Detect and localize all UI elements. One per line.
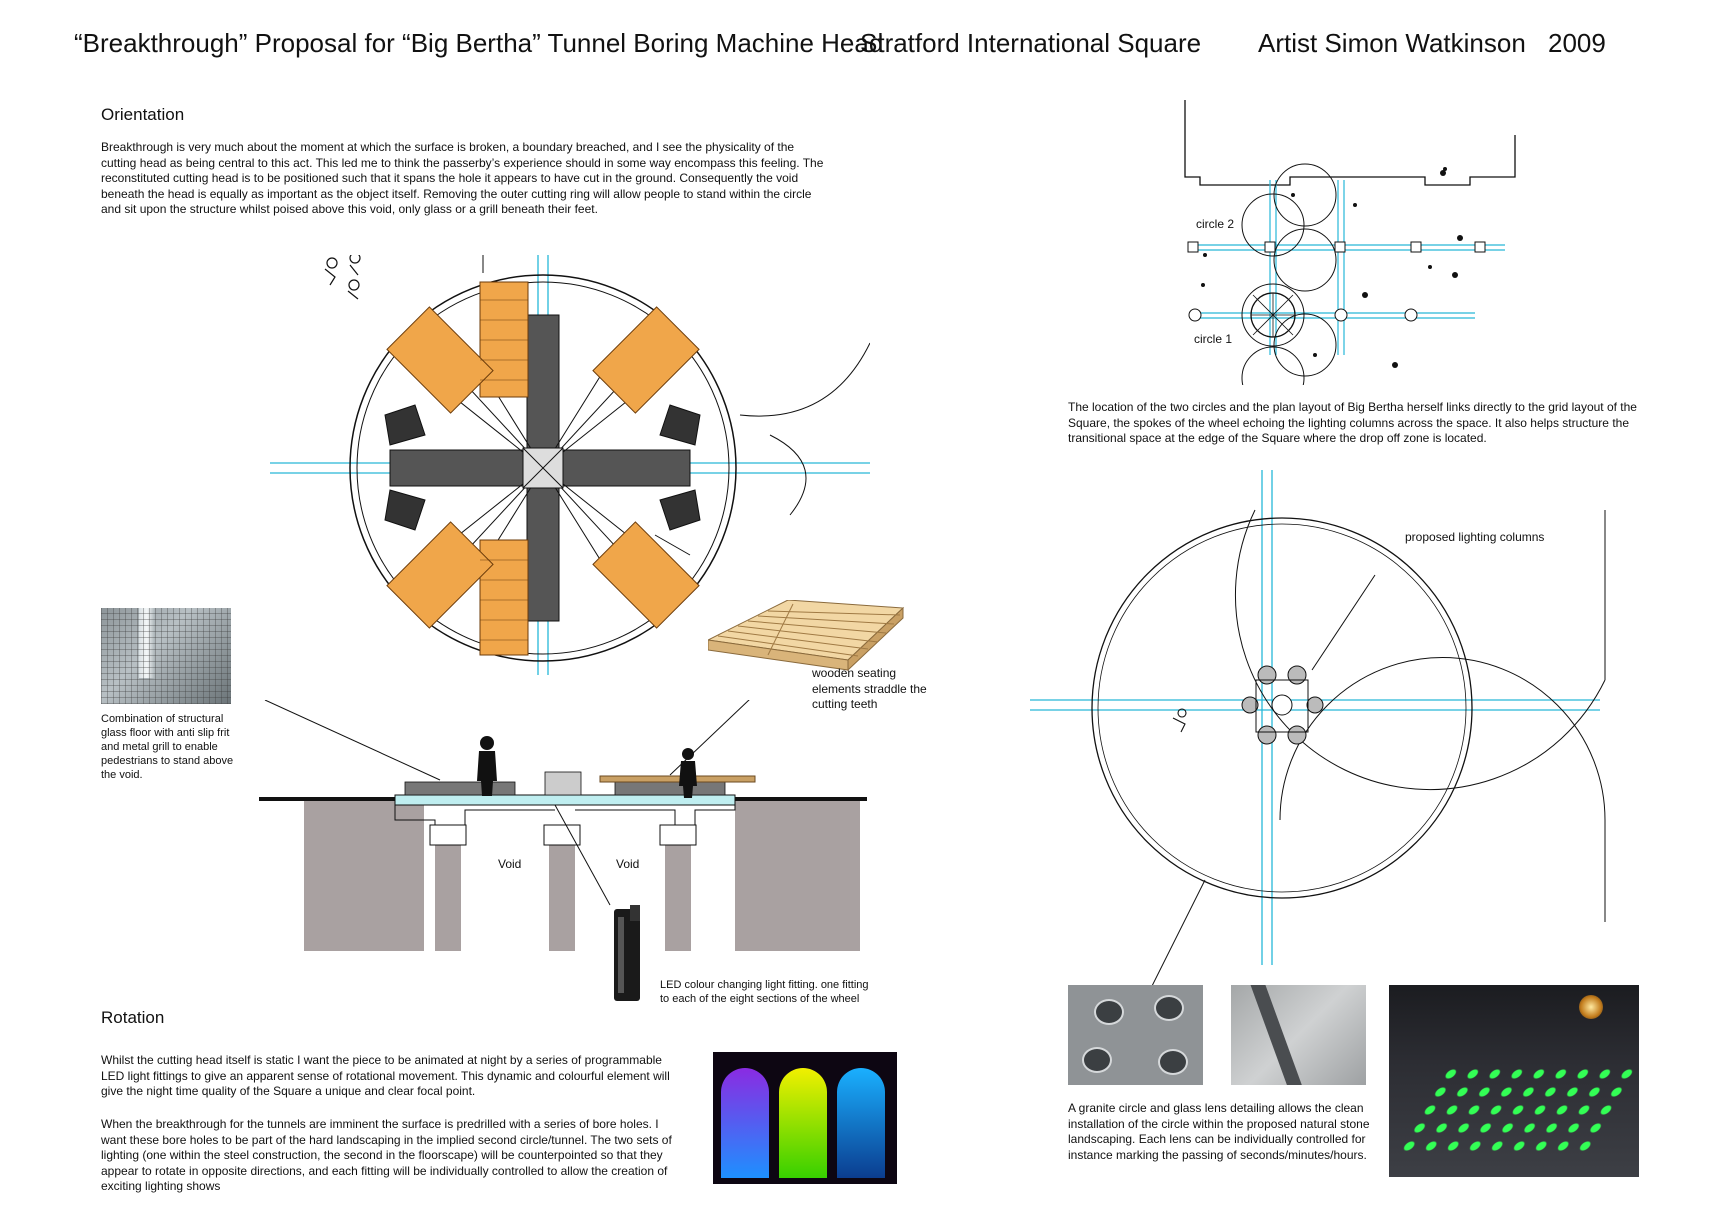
page-title: “Breakthrough” Proposal for “Big Bertha”… — [74, 28, 884, 58]
wooden-seating-caption: wooden seating elements straddle the cut… — [812, 666, 927, 711]
wooden-seat-element-drawing — [708, 600, 905, 672]
circle-plan-drawing — [1030, 470, 1606, 990]
section-drawing — [259, 700, 867, 951]
rotation-text-2: When the breakthrough for the tunnels ar… — [101, 1117, 672, 1193]
site-plan-caption: The location of the two circles and the … — [1068, 400, 1637, 445]
site-circles — [1241, 163, 1337, 385]
rotation-text-1: Whilst the cutting head itself is static… — [101, 1053, 670, 1098]
wooden-seats — [386, 281, 700, 656]
led-fitting-caption: LED colour changing light fitting. one f… — [660, 979, 869, 1005]
people-figures — [324, 255, 361, 300]
rotation-heading: Rotation — [101, 1008, 165, 1027]
led-fitting-illustration — [614, 905, 640, 1001]
orientation-heading: Orientation — [101, 105, 185, 124]
person-silhouettes — [477, 736, 697, 798]
glass-floor-photo — [101, 608, 231, 704]
year: 2009 — [1548, 28, 1606, 58]
granite-lens-photo — [1068, 985, 1203, 1085]
lighting-columns-label: proposed lighting columns — [1405, 530, 1545, 544]
main-circle — [1091, 517, 1473, 899]
circle-2-label: circle 2 — [1196, 217, 1235, 231]
cutting-head-plan-drawing — [270, 255, 870, 675]
lighting-column-markers — [1187, 241, 1486, 322]
granite-caption: A granite circle and glass lens detailin… — [1068, 1101, 1370, 1162]
concrete-ground — [304, 801, 860, 951]
led-floor-photo — [1389, 985, 1639, 1177]
site-plan-drawing — [1184, 100, 1516, 385]
led-window-photo — [713, 1052, 897, 1184]
void-label-left: Void — [498, 857, 522, 871]
void-label-right: Void — [616, 857, 640, 871]
granite-channel-photo — [1231, 985, 1366, 1085]
site-people — [1201, 167, 1463, 368]
circle-1-label: circle 1 — [1194, 332, 1233, 346]
title-bar: “Breakthrough” Proposal for “Big Bertha”… — [0, 22, 1727, 72]
glass-floor-caption: Combination of structural glass floor wi… — [101, 713, 234, 781]
wheel-outer-ring — [349, 274, 737, 662]
orientation-text: Breakthrough is very much about the mome… — [101, 140, 824, 216]
location-title: Stratford International Square — [860, 28, 1202, 58]
figure-icon — [1172, 708, 1187, 733]
artist-name: Artist Simon Watkinson — [1258, 28, 1526, 58]
